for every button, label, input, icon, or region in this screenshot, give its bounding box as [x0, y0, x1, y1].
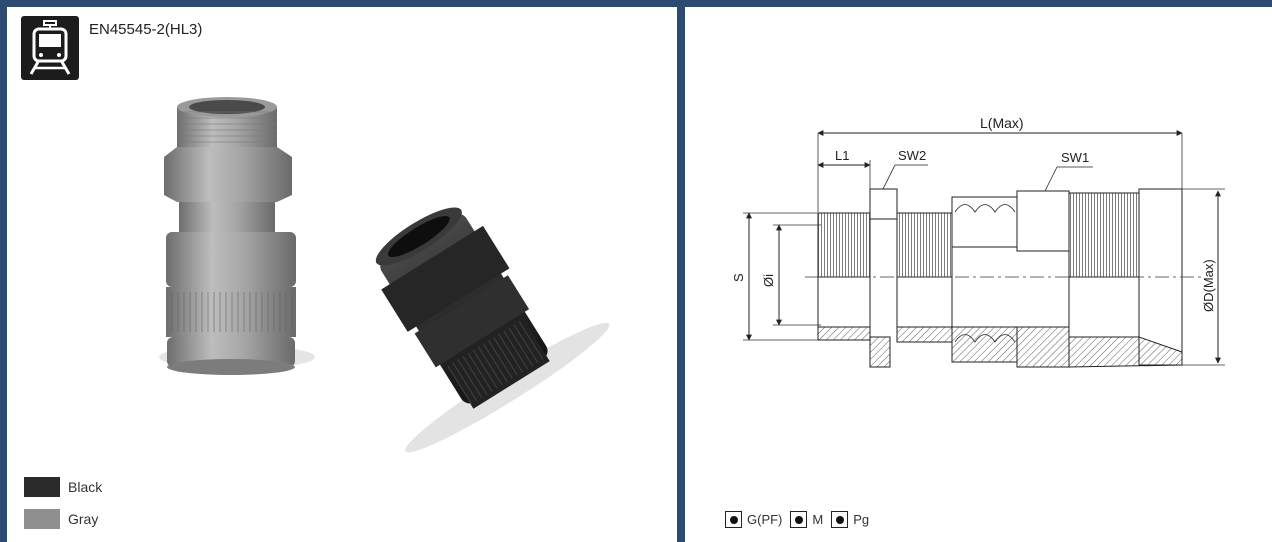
color-label-black: Black — [68, 479, 103, 495]
product-photo — [159, 97, 610, 453]
s-label: S — [731, 273, 746, 282]
thread-option-gpf: G(PF) — [725, 511, 782, 528]
gland-cross-section — [817, 188, 1183, 368]
bullet-icon — [725, 511, 742, 528]
sw2-label: SW2 — [898, 148, 926, 163]
product-panel: EN45545-2(HL3) Black Gray — [7, 7, 677, 542]
lmax-label: L(Max) — [980, 115, 1024, 131]
sw1-label: SW1 — [1061, 150, 1089, 165]
thread-label-pg: Pg — [853, 512, 870, 527]
color-option-gray: Gray — [24, 509, 98, 529]
drawing-panel: L(Max) L1 SW2 SW1 S Øi ØD(Max) — [685, 7, 1272, 542]
technical-drawing: L(Max) L1 SW2 SW1 S Øi ØD(Max) — [731, 115, 1225, 368]
thread-option-pg: Pg — [831, 511, 869, 528]
thread-type-options: G(PF) M Pg — [725, 511, 877, 528]
l1-label: L1 — [835, 148, 849, 163]
thread-option-m: M — [790, 511, 823, 528]
standard-label: EN45545-2(HL3) — [89, 21, 203, 38]
black-cable-gland — [375, 207, 610, 453]
gray-swatch — [24, 509, 60, 529]
color-label-gray: Gray — [68, 511, 99, 527]
thread-label-m: M — [812, 512, 824, 527]
bullet-icon — [831, 511, 849, 528]
oi-label: Øi — [761, 274, 776, 287]
odmax-label: ØD(Max) — [1201, 259, 1216, 312]
gray-cable-gland — [159, 97, 315, 375]
black-swatch — [24, 477, 60, 497]
train-icon — [21, 16, 79, 80]
thread-label-gpf: G(PF) — [747, 512, 783, 527]
bullet-icon — [790, 511, 808, 528]
color-option-black: Black — [24, 477, 102, 497]
